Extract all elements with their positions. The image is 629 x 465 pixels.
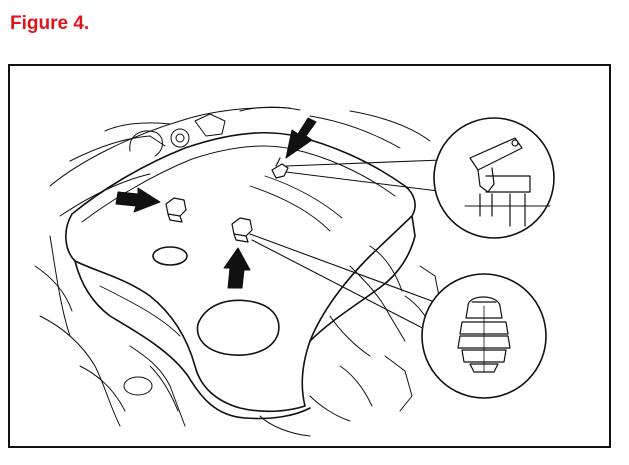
cover-clips [165, 157, 289, 243]
upper-clip-detail [433, 117, 555, 239]
illustration-frame [8, 64, 611, 448]
engine-cover-illustration [34, 106, 555, 437]
arrow-icon [115, 187, 161, 213]
engine-bay-background [34, 106, 441, 437]
pointer-arrows [115, 117, 317, 289]
leader-lines [249, 159, 447, 337]
lower-clip-detail [421, 273, 547, 399]
arrow-icon [223, 247, 251, 289]
arrow-icon [285, 117, 317, 159]
engine-cover [65, 131, 416, 420]
figure-title: Figure 4. [10, 13, 90, 34]
